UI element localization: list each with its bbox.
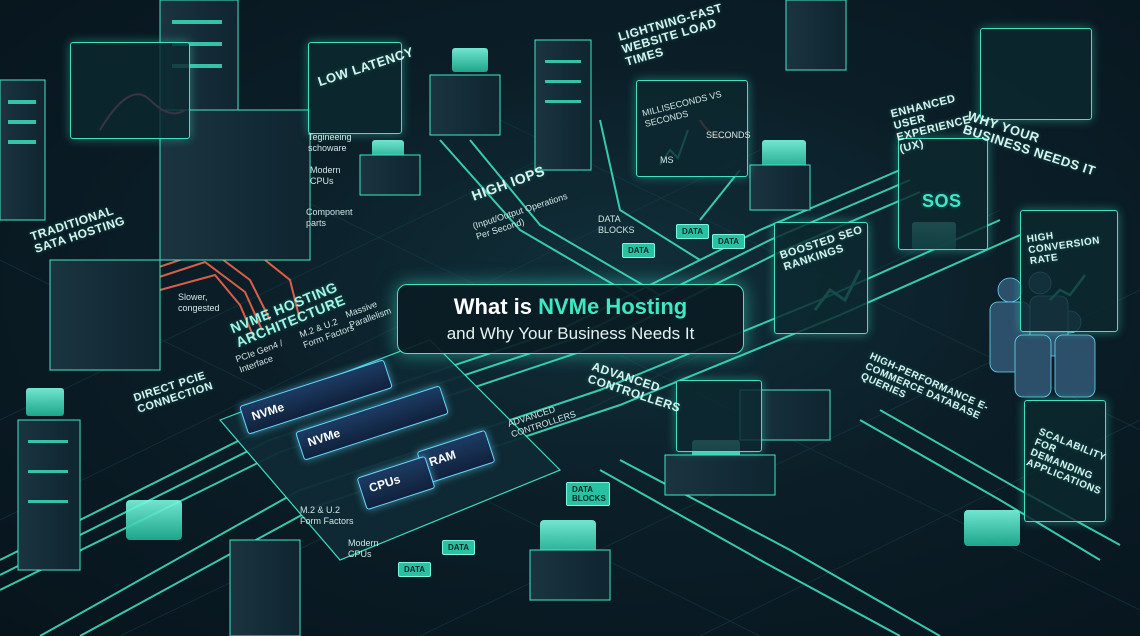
- conversion-panel: [1020, 210, 1118, 332]
- m2-bottom-label: M.2 & U.2 Form Factors: [300, 505, 354, 526]
- modern-cpus-label: Modern CPUs: [310, 165, 341, 186]
- scalability-panel: [1024, 400, 1106, 522]
- data-chip-3: DATA: [712, 234, 746, 249]
- latency-chart-panel: [70, 42, 190, 139]
- modern-cpus-bottom-label: Modern CPUs: [348, 538, 379, 559]
- data-chip-2: DATA: [676, 224, 710, 239]
- sos-text: SOS: [922, 191, 962, 211]
- ux-panel: [898, 138, 988, 250]
- ms-label: MS: [660, 155, 674, 165]
- component-label: Component parts: [306, 207, 353, 228]
- slower-label: Slower, congested: [178, 292, 220, 313]
- ecommerce-panel: [676, 380, 762, 452]
- main-title: What is NVMe Hosting: [453, 294, 688, 319]
- data-chip-1: DATA: [622, 243, 656, 258]
- dashboard-panel: [980, 28, 1092, 120]
- data-blocks-label: DATA BLOCKS: [598, 214, 635, 235]
- engineering-label: Tegineeing schoware: [308, 132, 352, 153]
- subtitle: and Why Your Business Needs It: [446, 324, 695, 343]
- low-latency-panel: [308, 42, 402, 134]
- data-blocks-chip: DATA BLOCKS: [566, 482, 610, 506]
- data-stick-chip-1: DATA: [398, 562, 432, 577]
- title-card: What is NVMe Hosting and Why Your Busine…: [397, 284, 744, 354]
- load-times-panel: [636, 80, 748, 177]
- seo-panel: [774, 222, 868, 334]
- data-stick-chip-2: DATA: [442, 540, 476, 555]
- seconds-label: SECONDS: [706, 130, 751, 140]
